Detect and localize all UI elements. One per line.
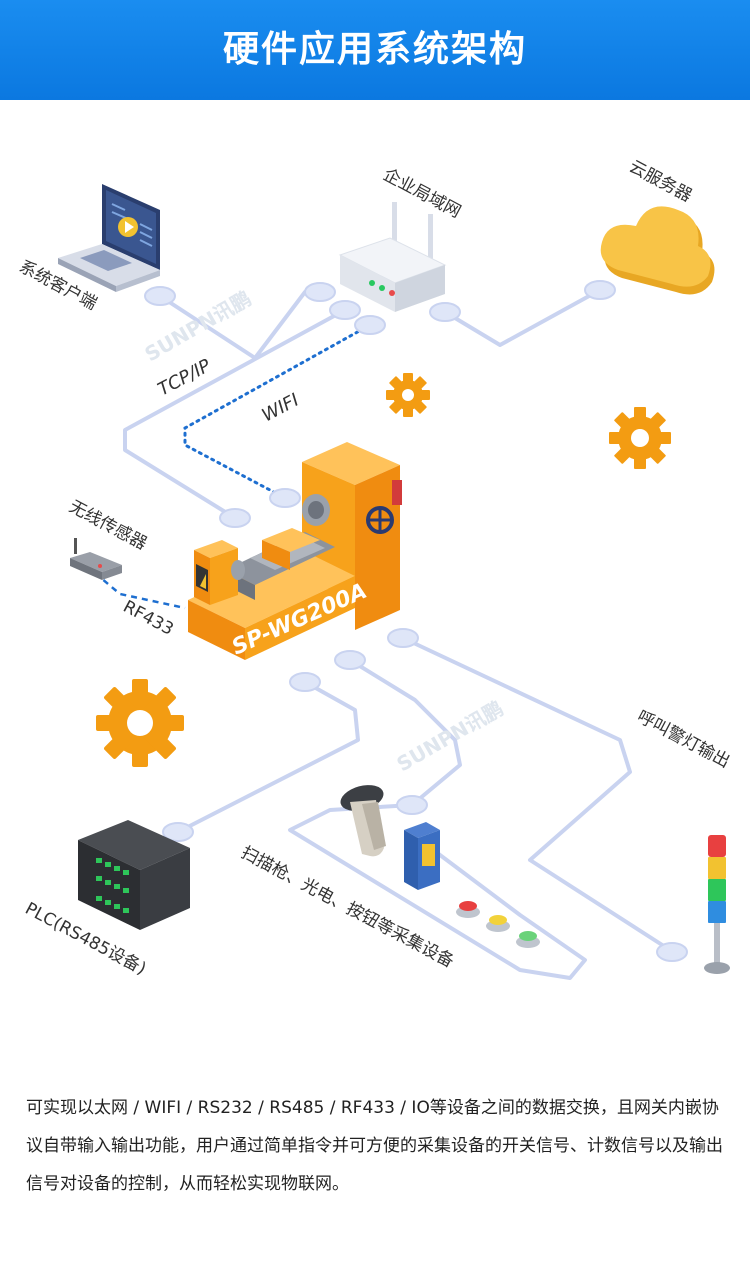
node-device-wifi [269, 488, 301, 508]
node-lan [429, 302, 461, 322]
page-title: 硬件应用系统架构 [222, 29, 527, 70]
label-wireless-sensor: 无线传感器 [66, 497, 150, 555]
node-plc [162, 822, 194, 842]
sensor-icon [70, 538, 122, 580]
button-icon [516, 931, 540, 948]
plc-icon [78, 820, 190, 930]
link-alarm [401, 636, 672, 952]
gear-icon [386, 373, 430, 417]
gear-icon [609, 407, 671, 469]
node-wifi [354, 315, 386, 335]
cloud-icon [600, 206, 715, 295]
link-collect-loop [288, 803, 587, 980]
node-device-plc [289, 672, 321, 692]
node-tcpip-2 [329, 300, 361, 320]
node-device-collect [334, 650, 366, 670]
laptop-icon [58, 184, 160, 292]
link-wifi [183, 323, 372, 500]
node-device-top [219, 508, 251, 528]
description-text: 可实现以太网 / WIFI / RS232 / RS485 / RF433 / … [26, 1098, 723, 1194]
label-wifi: WIFI [258, 390, 302, 427]
label-tcpip: TCP/IP [154, 355, 214, 400]
link-plc [176, 680, 360, 834]
link-cloud [443, 288, 602, 347]
node-cloud [584, 280, 616, 300]
button-icon [456, 901, 480, 918]
node-alarm [656, 942, 688, 962]
watermark-2: SUNPN讯鹏 [393, 696, 508, 776]
device-machine [188, 442, 402, 660]
node-device-alarm [387, 628, 419, 648]
architecture-diagram: SUNPN讯鹏 SUNPN讯鹏 [16, 157, 733, 980]
label-cloud: 云服务器 [626, 157, 695, 207]
node-client [144, 286, 176, 306]
gear-icon [96, 679, 184, 767]
title-banner: 硬件应用系统架构 [0, 0, 750, 100]
button-icon [486, 915, 510, 932]
signal-tower-icon [704, 835, 730, 974]
node-tcpip [304, 282, 336, 302]
link-collect [348, 658, 462, 807]
photoelectric-sensor-icon [404, 822, 440, 890]
node-collect [396, 795, 428, 815]
router-icon [338, 202, 447, 312]
scanner-icon [340, 785, 386, 857]
link-tcpip [123, 308, 347, 520]
label-alarm: 呼叫警灯输出 [634, 707, 733, 773]
